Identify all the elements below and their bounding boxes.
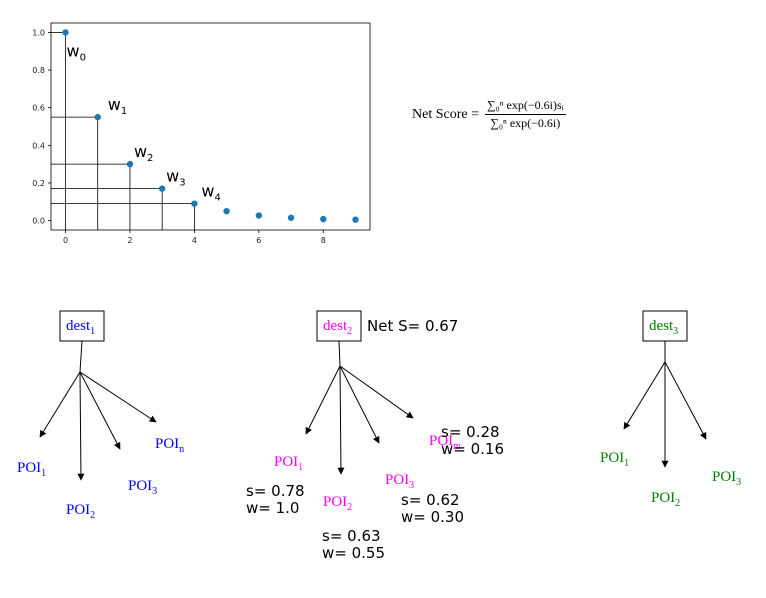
poi-score: s= 0.78 <box>246 482 305 500</box>
y-tick-label: 0.4 <box>32 141 45 150</box>
destination-stem <box>338 340 341 367</box>
net-score: Net S= 0.67 <box>367 317 458 335</box>
poi-arrow <box>339 365 414 419</box>
y-tick-label: 0.8 <box>32 66 45 75</box>
poi-arrow <box>79 371 157 423</box>
y-tick-label: 0.2 <box>32 179 45 188</box>
weight-label: w0 <box>67 41 86 63</box>
poi-label: POI3 <box>712 469 741 488</box>
poi-arrow <box>339 365 380 444</box>
poi-label: POIn <box>155 436 184 455</box>
weight-label: w2 <box>134 142 153 164</box>
x-tick-label: 2 <box>127 236 132 245</box>
poi-weight: w= 1.0 <box>246 499 299 517</box>
data-point <box>320 215 327 223</box>
data-point <box>62 29 69 36</box>
poi-label: POI3 <box>385 472 414 491</box>
poi-label: POI2 <box>651 490 680 509</box>
poi-arrow <box>664 361 707 440</box>
poi-label: POI2 <box>323 494 352 513</box>
data-point <box>191 200 198 207</box>
data-point <box>126 160 134 168</box>
poi-arrow <box>305 365 341 435</box>
net-score-formula: Net Score = ∑₀ⁿ exp(−0.6i)sᵢ ∑₀ⁿ exp(−0.… <box>412 98 566 131</box>
poi-label: POIm <box>429 433 461 452</box>
x-tick-label: 6 <box>256 236 261 245</box>
weight-label: w1 <box>108 95 127 117</box>
data-point <box>223 207 230 215</box>
x-tick-label: 8 <box>321 236 326 245</box>
poi-score: s= 0.63 <box>322 527 381 545</box>
formula-fraction: ∑₀ⁿ exp(−0.6i)sᵢ ∑₀ⁿ exp(−0.6i) <box>485 98 566 131</box>
y-tick-label: 0.6 <box>32 104 45 113</box>
weight-label: w4 <box>201 182 220 204</box>
poi-arrow <box>79 371 121 450</box>
y-tick-label: 1.0 <box>32 28 45 37</box>
poi-label: POI2 <box>66 502 95 521</box>
data-point <box>94 113 101 121</box>
poi-weight: w= 0.16 <box>441 440 504 458</box>
destination-box <box>59 310 105 342</box>
poi-score: s= 0.62 <box>401 491 460 509</box>
destination-label: dest3 <box>649 318 678 337</box>
x-tick-label: 4 <box>192 236 197 245</box>
weight-decay-plot: 0 2 4 6 8 0.0 0.2 0.4 0.6 0.8 1.0 w0 w1 w2 w3 w4 <box>32 22 371 245</box>
x-tick-label: 0 <box>63 236 68 245</box>
poi-label: POI3 <box>128 478 157 497</box>
data-point <box>352 216 359 223</box>
poi-arrow <box>337 365 345 475</box>
poi-weight: w= 0.30 <box>401 508 464 526</box>
data-point <box>158 185 166 192</box>
poi-arrow <box>77 371 85 481</box>
formula-denominator: ∑₀ⁿ exp(−0.6i) <box>490 116 561 130</box>
formula-lhs: Net Score = <box>412 106 479 122</box>
poi-weight: w= 0.55 <box>322 544 385 562</box>
poi-label: POI1 <box>600 450 629 469</box>
destination-box <box>316 310 362 342</box>
poi-label: POI1 <box>274 454 303 473</box>
formula-numerator: ∑₀ⁿ exp(−0.6i)sᵢ <box>485 98 566 115</box>
y-tick-label: 0.0 <box>32 217 45 226</box>
data-point <box>287 214 295 221</box>
plot-frame <box>50 22 371 231</box>
destination-label: dest2 <box>323 318 352 337</box>
poi-arrow <box>623 361 666 430</box>
destination-label: dest1 <box>66 318 95 337</box>
data-point <box>255 212 263 219</box>
poi-score: s= 0.28 <box>441 423 500 441</box>
weight-label: w3 <box>166 167 185 189</box>
poi-label: POI1 <box>17 460 46 479</box>
destination-stem <box>79 340 83 373</box>
poi-arrow <box>39 371 81 438</box>
destination-box <box>642 310 688 342</box>
